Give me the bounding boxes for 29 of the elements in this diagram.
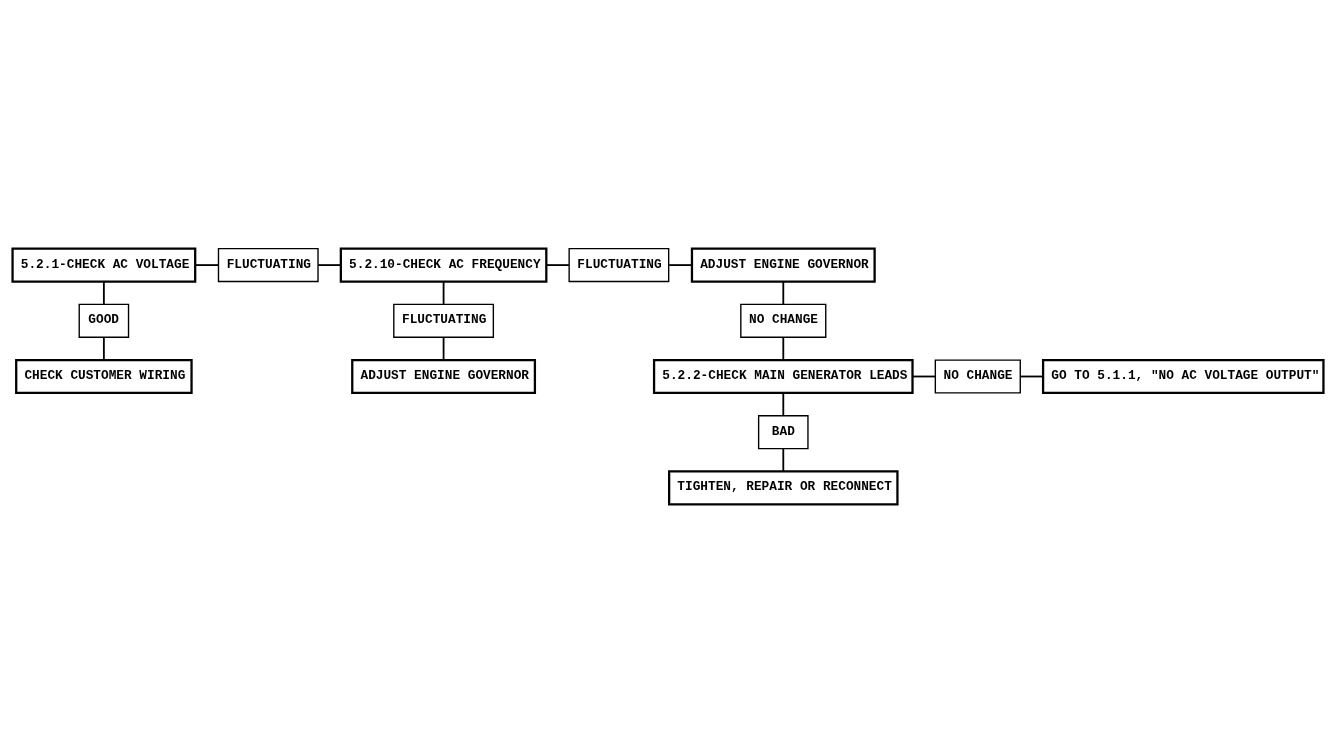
connector bbox=[102, 280, 105, 305]
node-box: NO CHANGE bbox=[934, 358, 1021, 394]
node-box: NO CHANGE bbox=[740, 303, 827, 338]
connector bbox=[442, 336, 445, 361]
node-box: BAD bbox=[757, 414, 809, 449]
node-box: GO TO 5.1.1, "NO AC VOLTAGE OUTPUT" bbox=[1041, 358, 1325, 394]
node-box: FLUCTUATING bbox=[217, 247, 319, 282]
connector bbox=[1019, 375, 1044, 377]
node-box: 5.2.10-CHECK AC FREQUENCY bbox=[339, 247, 548, 283]
connector bbox=[194, 263, 219, 266]
node-box: 5.2.2-CHECK MAIN GENERATOR LEADS bbox=[652, 358, 914, 394]
node-box: FLUCTUATING bbox=[393, 303, 495, 338]
connector bbox=[782, 280, 785, 305]
connector bbox=[782, 447, 785, 472]
connector bbox=[911, 375, 936, 377]
connector bbox=[317, 263, 342, 266]
node-box: TIGHTEN, REPAIR OR RECONNECT bbox=[668, 469, 899, 505]
node-box: ADJUST ENGINE GOVERNOR bbox=[690, 247, 876, 283]
connector bbox=[102, 336, 105, 361]
connector bbox=[668, 263, 693, 266]
connector bbox=[782, 391, 785, 416]
node-box: ADJUST ENGINE GOVERNOR bbox=[351, 358, 537, 394]
node-box: GOOD bbox=[78, 303, 130, 338]
node-box: CHECK CUSTOMER WIRING bbox=[15, 358, 193, 394]
node-box: 5.2.1-CHECK AC VOLTAGE bbox=[11, 247, 197, 283]
connector bbox=[442, 280, 445, 305]
node-box: FLUCTUATING bbox=[568, 247, 670, 282]
connector bbox=[545, 263, 570, 266]
connector bbox=[782, 336, 785, 361]
